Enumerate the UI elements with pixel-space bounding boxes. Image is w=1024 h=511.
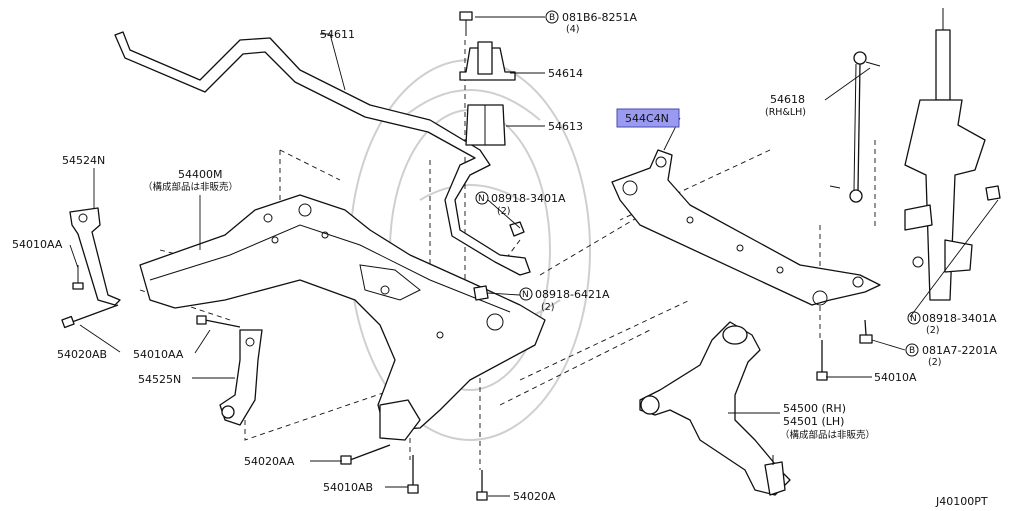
label-54020AB[interactable]: 54020AB <box>57 348 107 361</box>
n-symbol-b: N <box>522 290 529 300</box>
bolt-54010AB <box>407 455 419 494</box>
label-08918-3401A-b-qty: (2) <box>926 325 939 336</box>
bolt-54020AB <box>61 304 119 329</box>
n-symbol-c: N <box>910 314 917 324</box>
label-08918-6421A-qty: (2) <box>541 302 554 313</box>
label-54524N[interactable]: 54524N <box>62 154 105 167</box>
b-symbol-2: B <box>909 346 915 356</box>
label-081A7-qty: (2) <box>928 357 941 368</box>
rear-mount-bracket <box>219 329 263 426</box>
label-54501[interactable]: 54501 (LH) <box>783 415 844 428</box>
clamp-bolt <box>459 11 473 36</box>
label-54400M-note: （構成部品は非販売） <box>143 181 238 193</box>
highlight-box <box>616 108 680 128</box>
n-symbol-icon-a <box>475 191 489 205</box>
label-54613[interactable]: 54613 <box>548 120 583 133</box>
b-symbol-icon-2 <box>905 343 919 357</box>
strut-assembly <box>904 8 986 301</box>
label-54010AB[interactable]: 54010AB <box>323 481 373 494</box>
label-081B6-qty: (4) <box>566 24 579 35</box>
n-symbol-icon-c <box>907 311 921 325</box>
front-suspension-member <box>139 194 546 441</box>
label-54618-side: (RH&LH) <box>765 107 806 118</box>
nut-08918-3401A-a <box>509 221 525 237</box>
label-081B6-8251A[interactable]: 081B6-8251A <box>562 11 638 24</box>
label-5450x-note: （構成部品は非販売） <box>780 429 875 441</box>
label-54614[interactable]: 54614 <box>548 67 583 80</box>
label-54500[interactable]: 54500 (RH) <box>783 402 846 415</box>
stabilizer-bar <box>114 31 531 276</box>
callout-labels[interactable]: 54611 B 081B6-8251A (4) 54614 54613 544C… <box>12 10 997 508</box>
nut-08918-3401A-b <box>985 185 1001 201</box>
label-54525N[interactable]: 54525N <box>138 373 181 386</box>
bolt-54020A <box>476 470 488 501</box>
label-08918-3401A-b[interactable]: 08918-3401A <box>922 312 997 325</box>
leader-lines <box>69 16 999 497</box>
diagram-id: J40100PT <box>935 495 988 508</box>
label-54020AA[interactable]: 54020AA <box>244 455 295 468</box>
label-54618[interactable]: 54618 <box>770 93 805 106</box>
stabilizer-clamp <box>459 41 516 81</box>
label-544C4N[interactable]: 544C4N <box>625 112 669 125</box>
fasteners <box>61 185 1001 501</box>
label-08918-6421A[interactable]: 08918-6421A <box>535 288 610 301</box>
label-54010A[interactable]: 54010A <box>874 371 917 384</box>
label-54010AA-a[interactable]: 54010AA <box>12 238 63 251</box>
bolt-081A7 <box>859 319 873 344</box>
n-symbol-a: N <box>478 194 485 204</box>
bolt-54010A <box>816 340 828 381</box>
label-08918-3401A-a[interactable]: 08918-3401A <box>491 192 566 205</box>
bolt-54020AA <box>340 444 391 465</box>
reinforcement-member <box>611 149 881 306</box>
label-54611[interactable]: 54611 <box>320 28 355 41</box>
bolt-54010AA-b <box>196 315 241 328</box>
stabilizer-link <box>829 51 881 203</box>
b-symbol: B <box>549 13 555 23</box>
label-08918-3401A-a-qty: (2) <box>497 206 510 217</box>
label-081A7-2201A[interactable]: 081A7-2201A <box>922 344 997 357</box>
front-mount-bracket <box>69 207 121 306</box>
label-54010AA-b[interactable]: 54010AA <box>133 348 184 361</box>
nut-08918-6421A <box>473 285 489 301</box>
stabilizer-bushing <box>465 104 506 146</box>
label-54400M[interactable]: 54400M <box>178 168 222 181</box>
transverse-link <box>639 321 791 496</box>
label-54020A[interactable]: 54020A <box>513 490 556 503</box>
n-symbol-icon-b <box>519 287 533 301</box>
b-symbol-icon <box>545 10 559 24</box>
